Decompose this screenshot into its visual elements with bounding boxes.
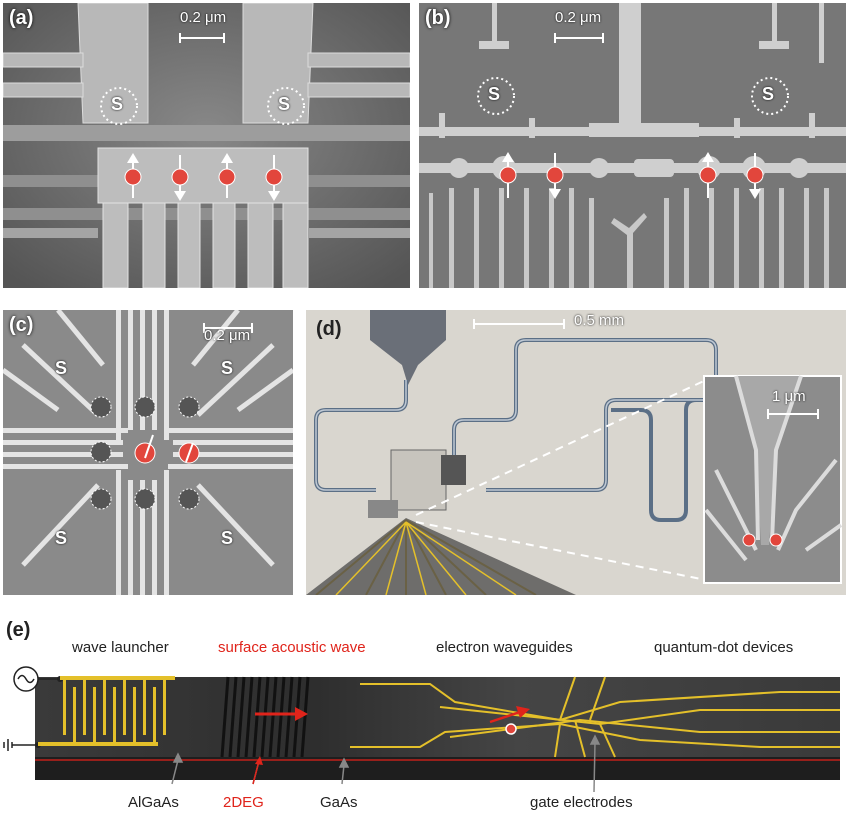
site-circle (90, 441, 112, 463)
site-circle (90, 488, 112, 510)
panel-c-scale-bar: 0.2 μm (203, 323, 253, 344)
label-2deg: 2DEG (223, 794, 264, 811)
electron-dot (546, 166, 564, 184)
site-circle (134, 488, 156, 510)
site-label-s: S (221, 358, 234, 378)
panel-d-device-image (306, 310, 846, 595)
scale-label: 0.2 μm (555, 9, 602, 26)
electron-group (499, 152, 764, 199)
electron-dot (265, 168, 283, 186)
site-circle (90, 396, 112, 418)
site-label-s: S (762, 84, 775, 104)
panel-a-label: (a) (9, 7, 34, 29)
panel-b: (b) 0.2 μm S S (419, 3, 846, 288)
label-algaas: AlGaAs (128, 794, 179, 811)
site-circle (751, 77, 789, 115)
site-circle (477, 77, 515, 115)
panel-a: (a) 0.2 μm S S (3, 3, 410, 288)
electron-dot (124, 168, 142, 186)
label-surface-acoustic-wave: surface acoustic wave (218, 639, 366, 656)
electron-dot (218, 168, 236, 186)
panel-d-label: (d) (316, 318, 342, 340)
panel-c: (c) 0.2 μm S S S S (3, 310, 293, 595)
site-label-s: S (488, 84, 501, 104)
site-label-s: S (55, 528, 68, 548)
label-electron-waveguides: electron waveguides (436, 639, 573, 656)
panel-e-schematic (3, 666, 840, 793)
electron-dot (769, 533, 783, 547)
site-circle (178, 488, 200, 510)
scale-label: 1 μm (772, 388, 806, 405)
label-quantum-dot-devices: quantum-dot devices (654, 639, 794, 656)
electron-dot (134, 442, 156, 464)
panel-e-label: (e) (6, 619, 31, 641)
label-gaas: GaAs (320, 794, 358, 811)
electron-group (124, 153, 283, 201)
panel-d: (d) 0.5 mm 1 μm (306, 310, 846, 595)
panel-b-scale-bar: 0.2 μm (554, 9, 604, 43)
panel-b-sem-image (419, 3, 846, 288)
site-label-s: S (221, 528, 234, 548)
electron-dot (499, 166, 517, 184)
site-circle (100, 87, 138, 125)
panel-a-scale-bar: 0.2 μm (179, 9, 227, 43)
scale-label: 0.2 μm (204, 327, 251, 344)
panel-c-label: (c) (9, 314, 34, 336)
electron-dot (171, 168, 189, 186)
panel-d-inset-scale-bar: 1 μm (767, 388, 819, 419)
interdigital-transducer (38, 676, 175, 746)
panel-d-scale-bar: 0.5 mm (473, 312, 624, 329)
label-wave-launcher: wave launcher (72, 639, 169, 656)
electron-dot (505, 723, 517, 735)
electron-dot (742, 533, 756, 547)
surface-acoustic-wave (220, 676, 310, 758)
label-gate-electrodes: gate electrodes (530, 794, 633, 811)
site-label-s: S (55, 358, 68, 378)
electron-dot (746, 166, 764, 184)
site-circle (267, 87, 305, 125)
panel-b-label: (b) (425, 7, 451, 29)
scale-label: 0.5 mm (574, 312, 625, 329)
site-circle (178, 396, 200, 418)
scale-label: 0.2 μm (180, 9, 227, 26)
panel-a-sem-image (3, 3, 410, 288)
site-label-s: S (111, 94, 124, 114)
panel-e: (e) wave launcher surface acoustic wave … (0, 617, 850, 814)
site-circle (134, 396, 156, 418)
electron-dot (699, 166, 717, 184)
inset-image (703, 375, 843, 584)
panel-c-sem-image (3, 310, 293, 595)
site-label-s: S (278, 94, 291, 114)
